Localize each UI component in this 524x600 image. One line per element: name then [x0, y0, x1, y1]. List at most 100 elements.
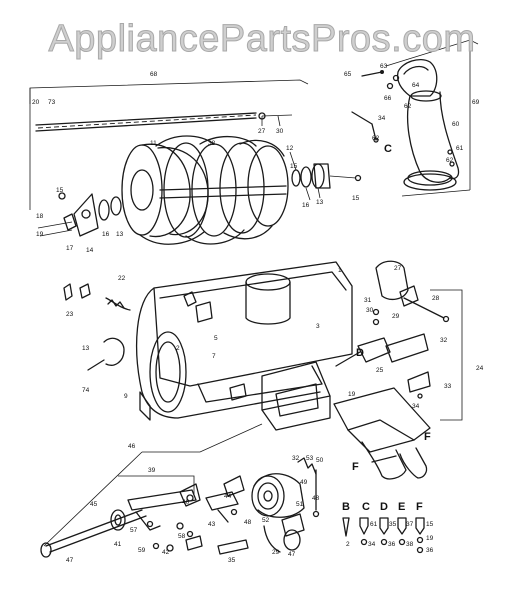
callout-66: 66 [384, 95, 392, 102]
callout-11: 11 [150, 140, 157, 147]
callout-65: 65 [344, 71, 352, 78]
drive-callouts: 46 39 32 53 50 51 49 48 45 40 41 47 57 5… [66, 443, 324, 564]
auger-housing [63, 260, 463, 431]
callout-62a: 62 [404, 103, 412, 110]
legend-e1: 37 [406, 521, 414, 528]
discharge-chute [351, 39, 479, 197]
callout-22: 22 [118, 275, 126, 282]
callout-48: 48 [312, 495, 320, 502]
callout-39: 39 [148, 467, 156, 474]
drive-assembly [40, 423, 320, 558]
callout-30: 30 [276, 128, 284, 135]
callout-19: 19 [36, 231, 44, 238]
callout-15a: 15 [290, 163, 298, 170]
callout-3: 3 [316, 323, 320, 330]
callout-40: 40 [182, 499, 190, 506]
callout-30b: 30 [366, 307, 374, 314]
callout-50: 50 [316, 457, 324, 464]
callout-47b: 47 [288, 551, 296, 558]
callout-42: 42 [162, 549, 170, 556]
legend-f2: 19 [426, 535, 434, 542]
callout-29: 29 [392, 313, 400, 320]
callout-15b: 15 [352, 195, 360, 202]
callout-31: 31 [364, 297, 372, 304]
callout-63: 63 [380, 63, 388, 70]
callout-73: 73 [48, 99, 56, 106]
legend-head-D: D [380, 501, 388, 513]
callout-41: 41 [114, 541, 122, 548]
legend-d1: 35 [389, 521, 397, 528]
callout-33: 33 [444, 383, 452, 390]
legend-f3: 36 [426, 547, 434, 554]
callout-48b: 48 [244, 519, 252, 526]
callout-23: 23 [66, 311, 74, 318]
housing-callouts: 22 23 1 5 7 3 2 13 74 9 27 28 31 30 29 2… [66, 265, 484, 473]
callout-38: 38 [208, 140, 216, 147]
callout-46: 46 [128, 443, 136, 450]
callout-68: 68 [150, 71, 158, 78]
legend-head-F: F [416, 501, 423, 513]
callout-44: 44 [224, 493, 232, 500]
callout-15c: 15 [56, 187, 64, 194]
callout-52: 52 [262, 517, 270, 524]
callout-24: 24 [476, 365, 484, 372]
callout-43: 43 [208, 521, 216, 528]
chute-callouts: 65 63 64 66 62 69 60 34 62 61 62 C [344, 63, 480, 164]
callout-18: 18 [36, 213, 44, 220]
callout-47: 47 [66, 557, 74, 564]
callout-19b: 19 [348, 391, 356, 398]
callout-13b: 13 [116, 231, 124, 238]
callout-64: 64 [412, 82, 420, 89]
legend-b1: 2 [346, 541, 350, 548]
label-C: C [384, 143, 392, 155]
callout-69: 69 [472, 99, 480, 106]
callout-2: 2 [176, 345, 180, 352]
callout-14: 14 [86, 247, 94, 254]
callout-28: 28 [432, 295, 440, 302]
callout-51: 51 [296, 501, 304, 508]
legend-c2: 34 [368, 541, 376, 548]
callout-5: 5 [214, 335, 218, 342]
callout-62c: 62 [446, 157, 454, 164]
legend-head-B: B [342, 501, 350, 513]
callout-60: 60 [452, 121, 460, 128]
callout-13a: 13 [316, 199, 324, 206]
callout-45: 45 [90, 501, 98, 508]
auger-assembly [29, 79, 362, 245]
callout-9: 9 [124, 393, 128, 400]
label-F1: F [424, 431, 431, 443]
legend-f1: 15 [426, 521, 434, 528]
legend-d2: 36 [388, 541, 396, 548]
callout-62b: 62 [372, 135, 380, 142]
scraper-assembly [333, 387, 431, 480]
callout-59: 59 [138, 547, 146, 554]
legend-e2: 38 [406, 541, 414, 548]
callout-20: 20 [32, 99, 40, 106]
label-D: D [356, 347, 364, 359]
callout-7: 7 [212, 353, 216, 360]
callout-25: 25 [376, 367, 384, 374]
callout-16a: 16 [302, 202, 310, 209]
callout-12: 12 [286, 145, 294, 152]
callout-74: 74 [82, 387, 90, 394]
callout-27: 27 [258, 128, 266, 135]
auger-callouts: 68 20 73 11 38 27 30 12 15 16 13 15 15 1… [32, 71, 360, 254]
label-F2: F [352, 461, 359, 473]
callout-17: 17 [66, 245, 74, 252]
legend-c1: 61 [370, 521, 378, 528]
callout-53: 53 [306, 455, 314, 462]
callout-34b: 34 [412, 403, 420, 410]
callout-29b: 29 [272, 549, 280, 556]
callout-34: 34 [378, 115, 386, 122]
callout-49: 49 [300, 479, 308, 486]
callout-32b: 32 [292, 455, 300, 462]
callout-1: 1 [338, 267, 342, 274]
callout-13c: 13 [82, 345, 90, 352]
callout-16b: 16 [102, 231, 110, 238]
callout-27b: 27 [394, 265, 402, 272]
callout-32: 32 [440, 337, 448, 344]
hardware-legend: B 2 C 61 34 D 35 36 E 37 38 F 15 [342, 501, 434, 554]
callout-58: 58 [178, 533, 186, 540]
